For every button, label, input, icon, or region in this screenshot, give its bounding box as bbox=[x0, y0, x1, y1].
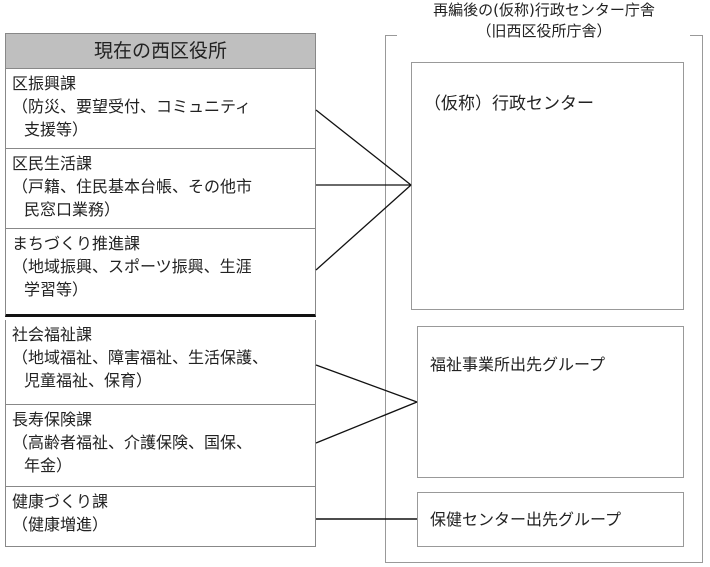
dept-detail: 支援等） bbox=[24, 120, 89, 139]
dept-row: 長寿保険課 （高齢者福祉、介護保険、国保、 年金） bbox=[5, 405, 316, 487]
admin-center-box: （仮称）行政センター bbox=[411, 62, 684, 310]
dept-detail: （高齢者福祉、介護保険、国保、 bbox=[12, 433, 253, 452]
dept-name: 長寿保険課 bbox=[12, 410, 93, 429]
dept-detail: 民窓口業務） bbox=[24, 200, 121, 219]
dept-name: 社会福祉課 bbox=[12, 325, 93, 344]
dept-detail: （地域福祉、障害福祉、生活保護、 bbox=[12, 348, 269, 367]
dept-row: 区民生活課 （戸籍、住民基本台帳、その他市 民窓口業務） bbox=[5, 149, 316, 229]
dept-detail: （地域振興、スポーツ振興、生涯 bbox=[12, 257, 252, 276]
new-office-title: 再編後の(仮称)行政センター庁舎 （旧西区役所庁舎） bbox=[385, 0, 703, 42]
dept-name: 区振興課 bbox=[12, 74, 77, 93]
dept-name: 健康づくり課 bbox=[12, 492, 109, 511]
dept-detail: （健康増進） bbox=[12, 515, 109, 534]
dept-detail: （戸籍、住民基本台帳、その他市 bbox=[12, 177, 253, 196]
connector-line bbox=[315, 184, 412, 271]
connector-line bbox=[315, 401, 418, 444]
dept-detail: 学習等） bbox=[24, 280, 89, 299]
dept-row: 社会福祉課 （地域福祉、障害福祉、生活保護、 児童福祉、保育） bbox=[5, 320, 316, 405]
frame-top-right bbox=[690, 35, 703, 36]
connector-line bbox=[315, 109, 412, 186]
title-line-2: （旧西区役所庁舎） bbox=[476, 22, 612, 40]
dept-row: 健康づくり課 （健康増進） bbox=[5, 487, 316, 547]
dept-name: 区民生活課 bbox=[12, 154, 93, 173]
connector-line bbox=[315, 364, 418, 403]
dept-row: まちづくり推進課 （地域振興、スポーツ振興、生涯 学習等） bbox=[5, 229, 316, 317]
welfare-group-box: 福祉事業所出先グループ bbox=[417, 326, 684, 478]
current-office-header: 現在の西区役所 bbox=[5, 33, 316, 69]
health-group-box: 保健センター出先グループ bbox=[417, 492, 684, 547]
dept-detail: （防災、要望受付、コミュニティ bbox=[12, 97, 252, 116]
title-line-1: 再編後の(仮称)行政センター庁舎 bbox=[433, 1, 655, 19]
dept-name: まちづくり推進課 bbox=[12, 234, 141, 253]
dept-detail: 児童福祉、保育） bbox=[24, 371, 153, 390]
dept-detail: 年金） bbox=[24, 456, 73, 475]
dept-row: 区振興課 （防災、要望受付、コミュニティ 支援等） bbox=[5, 69, 316, 149]
frame-top-left bbox=[385, 35, 397, 36]
new-office-frame bbox=[385, 35, 703, 563]
